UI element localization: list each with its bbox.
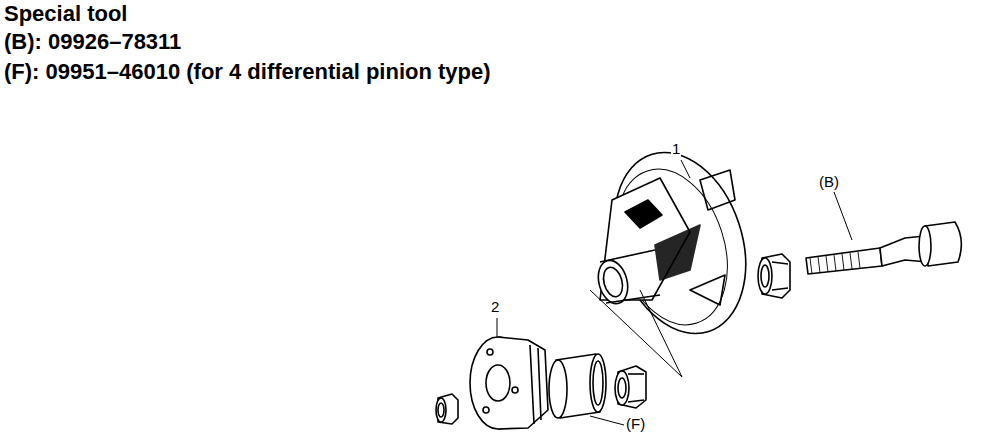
leader-line	[497, 160, 852, 425]
tool-shaft	[806, 222, 961, 274]
adjuster-cap	[470, 337, 548, 429]
side-bearing	[758, 254, 790, 298]
callout-label: (B)	[818, 174, 840, 191]
differential-case	[592, 135, 767, 350]
callout-label: (F)	[625, 416, 646, 433]
callout-number: 2	[490, 299, 500, 316]
callout-number: 1	[671, 141, 681, 158]
tool-sleeve	[549, 354, 606, 418]
tool-number: (F): 09951–46010 (for 4 differential pin…	[4, 60, 491, 84]
title: Special tool	[4, 2, 127, 26]
side-bearing	[615, 366, 646, 408]
small-bearing	[436, 394, 458, 424]
tool-number: (B): 09926–78311	[4, 30, 181, 54]
